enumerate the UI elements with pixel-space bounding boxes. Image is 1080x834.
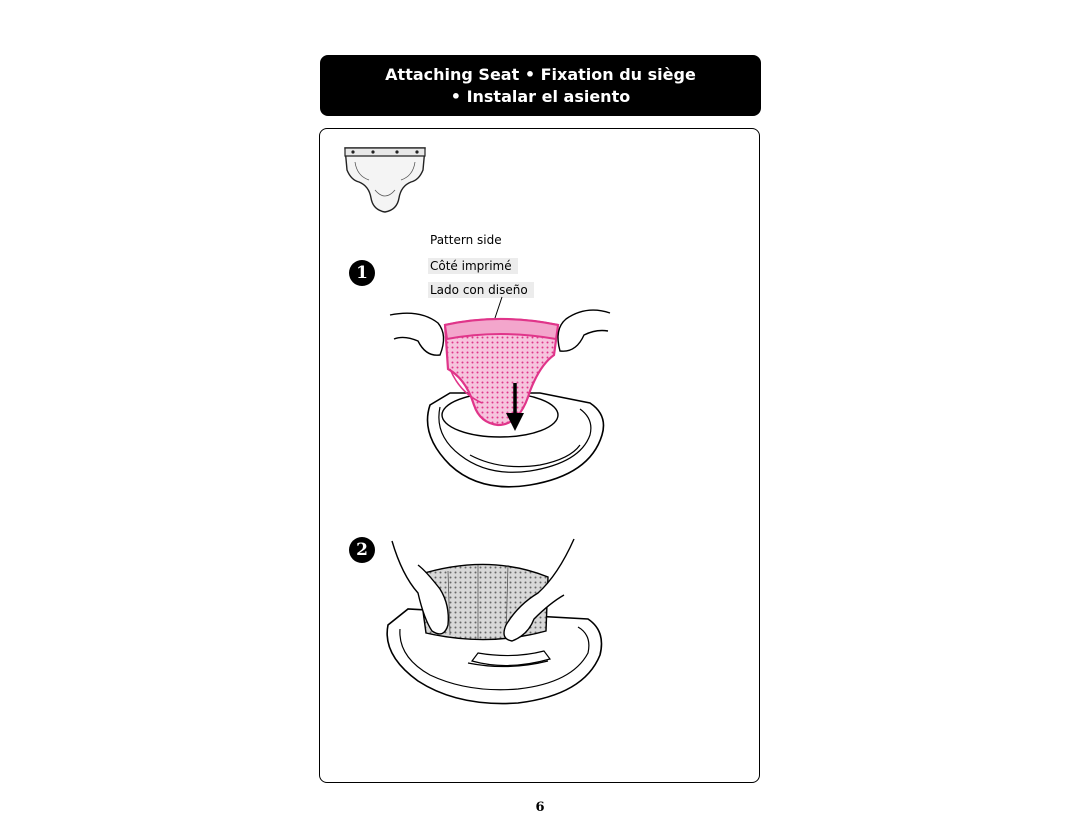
callout-label-es: Lado con diseño [428,282,534,298]
header-title-line1: Attaching Seat • Fixation du siège [385,64,696,84]
step-1-illustration [389,296,611,488]
page-number: 6 [535,800,545,815]
step-1-badge: 1 [349,260,375,286]
step-2-illustration [386,538,603,705]
step-1-number: 1 [356,263,368,283]
callout-label-en: Pattern side [430,233,502,247]
step-2-number: 2 [356,540,368,560]
page-header: Attaching Seat • Fixation du siège • Ins… [320,55,761,116]
seat-pad-thumbnail-icon [344,147,426,213]
step-2-badge: 2 [349,537,375,563]
header-title-line2: • Instalar el asiento [450,86,631,106]
callout-label-fr: Côté imprimé [428,258,518,274]
